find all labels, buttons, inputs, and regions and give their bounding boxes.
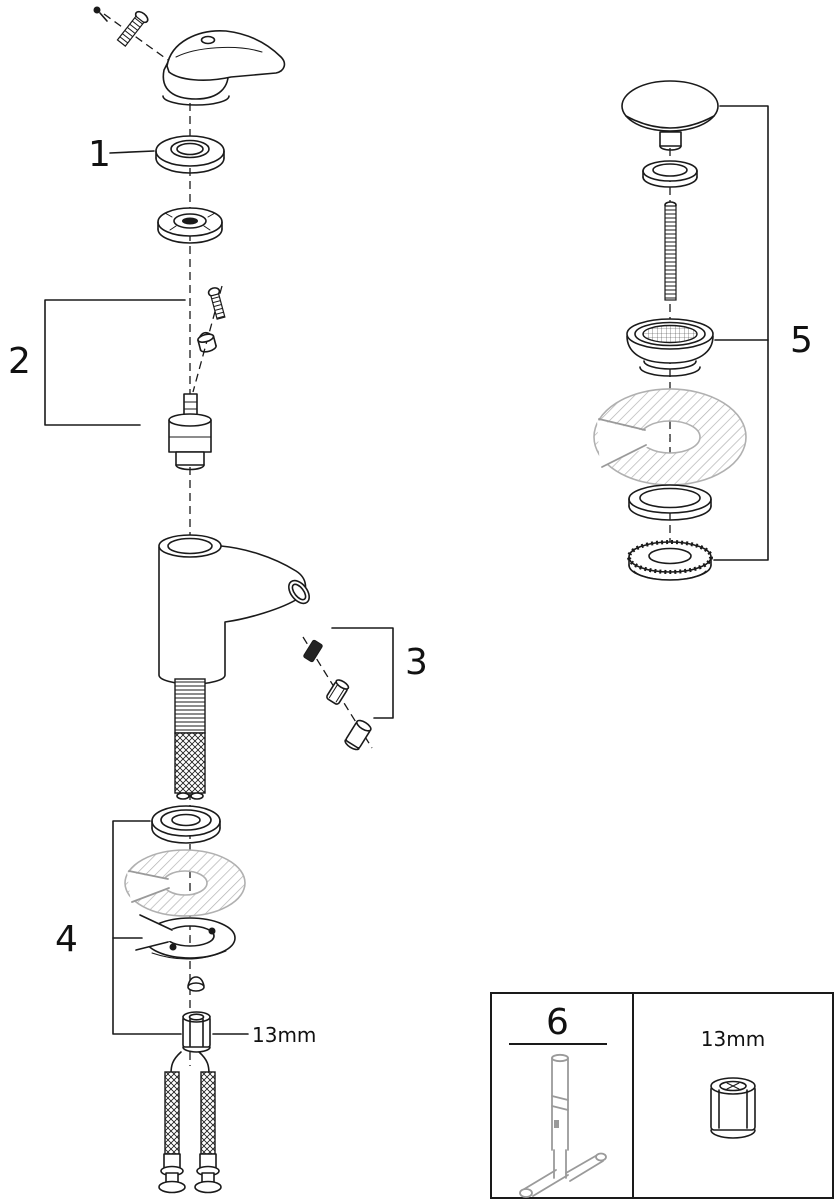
- faucet-body: [158, 534, 310, 685]
- part2-label: 2: [8, 341, 31, 382]
- part3-label: 3: [405, 642, 428, 683]
- supply-hoses: [158, 1051, 222, 1194]
- callout-3: 3: [331, 627, 428, 719]
- retaining-nut: [157, 207, 223, 244]
- callout-2: 2: [8, 299, 186, 426]
- hex-nut-illustration: [710, 1077, 756, 1139]
- sink-cutaway-right: [593, 388, 747, 486]
- sink-cutaway-left: [124, 849, 246, 917]
- mounting-washer: [151, 805, 221, 844]
- part2-adapter: [197, 331, 217, 353]
- hex-nut: [182, 1011, 211, 1053]
- info-box: 6 13mm: [490, 992, 834, 1199]
- faucet-handle: [162, 30, 286, 106]
- callout-3-bracket: [331, 627, 394, 719]
- box-wrench-size-label: 13mm: [701, 1027, 765, 1051]
- mounting-bracket: [134, 914, 236, 960]
- callout-4-bracket: [112, 820, 182, 1035]
- centerline-handle-screw: [103, 13, 169, 61]
- callout-4: 4: [55, 820, 182, 1035]
- part1-trim-ring: [155, 135, 225, 174]
- callout-2-bracket: [44, 299, 186, 426]
- callout-1: 1: [88, 134, 155, 175]
- drain-locknut: [627, 540, 713, 581]
- part6-label: 6: [546, 1002, 569, 1043]
- aerator-parts: [303, 639, 372, 751]
- callout-5: 5: [713, 105, 813, 561]
- part5-label: 5: [790, 320, 813, 361]
- part2-screw: [207, 287, 226, 320]
- drain-plug-cap: [621, 80, 719, 151]
- tool-panel: 6: [509, 1002, 607, 1198]
- drain-washer-top: [642, 160, 698, 188]
- part1-label: 1: [88, 134, 111, 175]
- dome-nut: [187, 976, 205, 992]
- wrench-size-label: 13mm: [252, 1023, 316, 1047]
- supply-shank: [174, 678, 206, 800]
- cartridge: [168, 393, 212, 471]
- drain-flange: [626, 318, 714, 377]
- drain-rod: [664, 201, 677, 301]
- wrench-size-callout: 13mm: [212, 1023, 316, 1047]
- part4-label: 4: [55, 919, 78, 960]
- info-box-border: [490, 992, 834, 1199]
- nut-panel: 13mm: [701, 1027, 765, 1139]
- callout-1-leader: [109, 150, 155, 154]
- mounting-tool-illustration: [519, 1053, 607, 1198]
- drain-washer-bottom: [628, 484, 712, 521]
- callout-5-bracket: [713, 105, 769, 561]
- handle-screw: [93, 6, 149, 47]
